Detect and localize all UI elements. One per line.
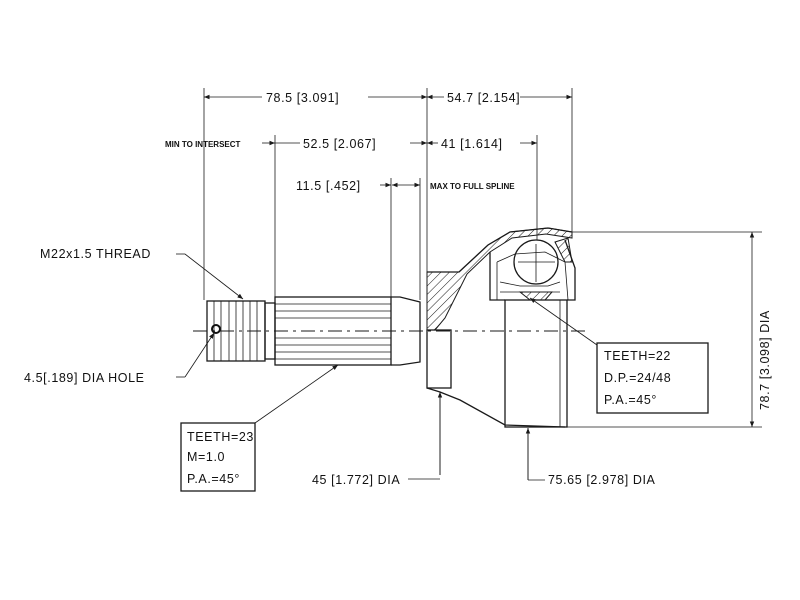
outer-spline-teeth: TEETH=23 <box>187 430 254 444</box>
min-to-intersect-label: MIN TO INTERSECT <box>165 140 241 149</box>
dim-spline-left: 11.5 [.452] <box>296 179 361 193</box>
hole-label: 4.5[.189] DIA HOLE <box>24 371 145 385</box>
outer-spline-module: M=1.0 <box>187 450 225 464</box>
dimension-lines <box>204 94 755 481</box>
ball <box>513 239 559 285</box>
leader-lines <box>176 253 598 424</box>
body-dia-label: 75.65 [2.978] DIA <box>548 473 656 487</box>
cross-hole <box>211 324 221 334</box>
neck-dia-label: 45 [1.772] DIA <box>312 473 400 487</box>
dim-overall-right: 54.7 [2.154] <box>447 91 520 105</box>
housing-dia-label: 78.7 [3.098] DIA <box>758 310 772 410</box>
dim-overall-left: 78.5 [3.091] <box>266 91 339 105</box>
dim-min-to-intersect: 52.5 [2.067] <box>303 137 376 151</box>
max-full-spline-label: MAX TO FULL SPLINE <box>430 182 515 191</box>
housing-body <box>504 299 568 428</box>
thread-label: M22x1.5 THREAD <box>40 247 151 261</box>
inner-spline-pa: P.A.=45° <box>604 393 657 407</box>
inner-spline-pitch: D.P.=24/48 <box>604 371 671 385</box>
inner-spline-teeth: TEETH=22 <box>604 349 671 363</box>
taper <box>391 296 421 366</box>
housing-neck <box>426 329 452 389</box>
outer-housing <box>426 227 576 428</box>
dim-intersect-right: 41 [1.614] <box>441 137 503 151</box>
inner-spline-box <box>596 342 709 414</box>
outer-spline-box <box>180 422 256 492</box>
outer-spline-pa: P.A.=45° <box>187 472 240 486</box>
